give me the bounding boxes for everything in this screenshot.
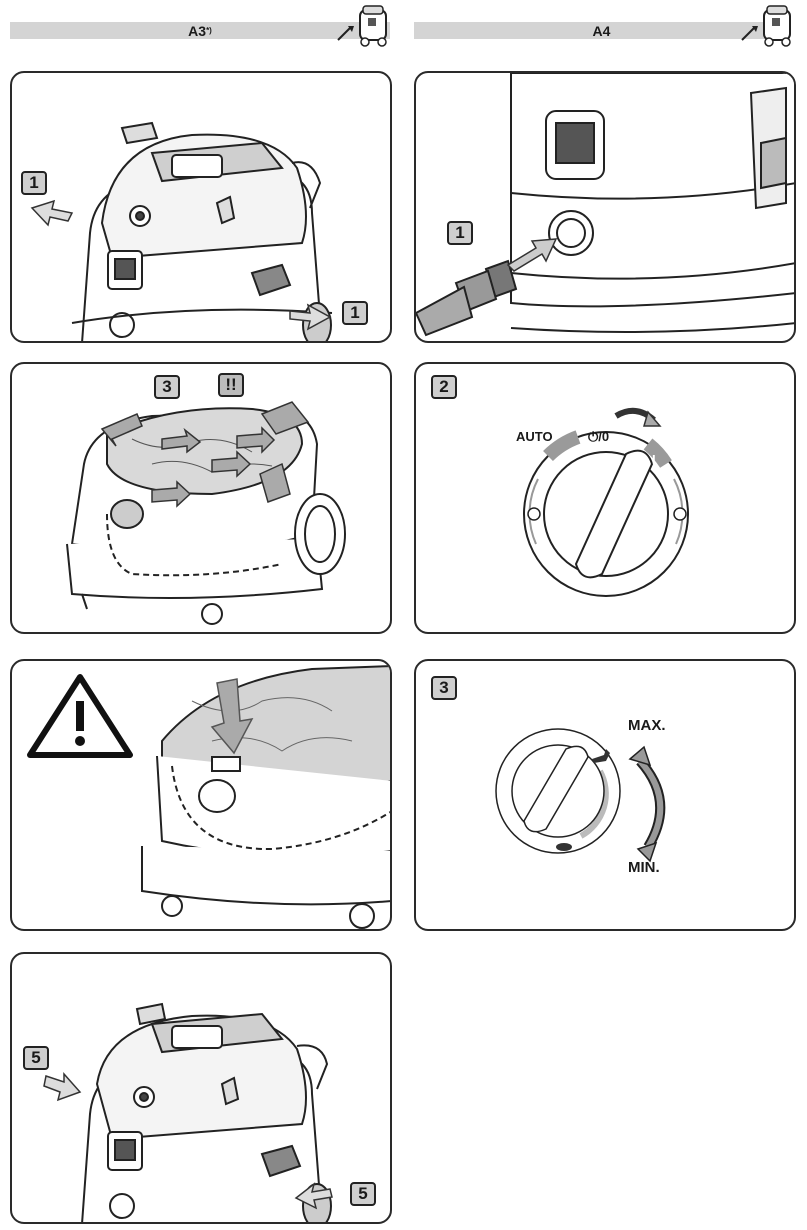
vacuum-cleaner-icon xyxy=(741,5,791,47)
panel-a4-switch-dial: 2 AUTO ⏻/0 I xyxy=(414,362,796,634)
step-badge: 1 xyxy=(447,221,473,245)
arrow-icon xyxy=(43,1072,82,1102)
arrow-icon xyxy=(100,401,310,508)
step-badge: 5 xyxy=(350,1182,376,1206)
step-badge: 2 xyxy=(431,375,457,399)
suction-dial-illustration xyxy=(495,728,666,863)
arrow-icon xyxy=(294,1182,333,1210)
label-min: MIN. xyxy=(628,859,660,876)
label-max: MAX. xyxy=(628,717,666,734)
step-badge: 3 xyxy=(154,375,180,399)
panel-a4-suction-power: 3 MAX. MIN. xyxy=(414,659,796,931)
insert-bag-illustration xyxy=(27,665,390,929)
header-bar-a4: A4 xyxy=(414,22,789,39)
step-badge: 1 xyxy=(342,301,368,325)
dial-label-auto: AUTO xyxy=(516,429,553,444)
header-code-a3: A3 xyxy=(188,22,207,39)
header-superscript: *) xyxy=(206,26,212,35)
step-badge: 5 xyxy=(23,1046,49,1070)
panel-a4-connect-hose: 1 xyxy=(414,71,796,343)
arrow-icon xyxy=(30,199,74,227)
step-badge: 1 xyxy=(21,171,47,195)
panel-a3-remove-lid: 1 1 xyxy=(10,71,392,343)
arrow-icon xyxy=(289,303,332,331)
vacuum-close-illustration xyxy=(43,1002,333,1222)
panel-a3-insert-bag xyxy=(10,659,392,931)
panel-a3-filter-bag: 3 !! xyxy=(10,362,392,634)
arrow-icon xyxy=(506,238,558,272)
header-bar-a3: A3*) xyxy=(10,22,390,39)
arrow-down-icon xyxy=(210,678,254,755)
switch-dial-illustration xyxy=(523,407,689,597)
vacuum-cleaner-icon xyxy=(337,5,387,47)
vacuum-top-illustration xyxy=(30,121,333,341)
dial-label-on: I xyxy=(652,452,656,467)
rabbit-icon xyxy=(592,749,610,763)
hose-connection-illustration xyxy=(416,73,794,337)
turtle-icon xyxy=(556,843,572,851)
attention-badge: !! xyxy=(218,373,244,397)
filter-bag-illustration xyxy=(66,401,346,625)
step-badge: 3 xyxy=(431,676,457,700)
dial-label-off: ⏻/0 xyxy=(588,429,610,444)
panel-a3-close-lid: 5 5 xyxy=(10,952,392,1224)
header-code-a4: A4 xyxy=(592,22,611,39)
